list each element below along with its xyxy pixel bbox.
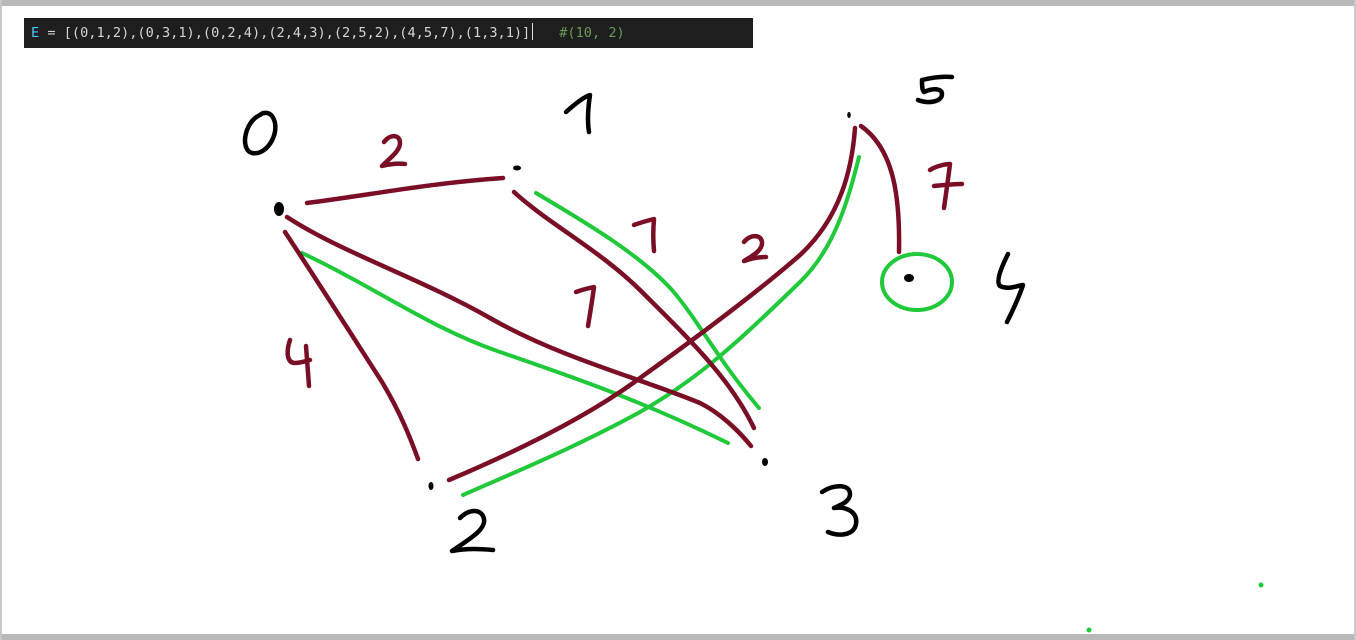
text-cursor	[532, 23, 534, 40]
highlight-circle-node-4	[880, 252, 954, 312]
window-right-border	[1354, 0, 1356, 640]
code-editor-line[interactable]: E = [(0,1,2),(0,3,1),(0,2,4),(2,4,3),(2,…	[24, 18, 753, 48]
vertex-label-4	[996, 251, 1026, 325]
vertex-dots	[274, 112, 914, 490]
vertex-labels	[242, 74, 1026, 554]
stray-dot	[1258, 582, 1264, 588]
vertex-label-2	[449, 508, 496, 554]
vertex-dot-2	[428, 482, 434, 490]
code-edge-list: [(0,1,2),(0,3,1),(0,2,4),(2,4,3),(2,5,2)…	[63, 25, 531, 41]
stray-dot	[1086, 627, 1092, 633]
vertex-label-3	[819, 484, 859, 537]
vertex-label-0	[242, 110, 278, 156]
vertex-dot-5	[847, 112, 851, 118]
window-bottom-border	[0, 634, 1356, 640]
highlight-edge-0-3	[300, 251, 730, 445]
weight-label-edge-1-3	[631, 216, 657, 254]
edge-0-1	[304, 175, 506, 206]
window-top-border	[0, 0, 1356, 6]
highlight-edge-2-5	[461, 155, 861, 497]
code-variable: E	[31, 25, 40, 41]
edge-2-5	[446, 125, 858, 483]
vertex-dot-1	[513, 165, 521, 171]
vertex-label-5	[915, 74, 955, 105]
vertex-dot-0	[274, 202, 284, 216]
edge-0-3	[284, 214, 754, 449]
stray-marks	[1086, 582, 1264, 633]
weight-label-edge-0-2	[285, 337, 313, 389]
weight-label-edge-0-3	[573, 284, 597, 329]
window-left-border	[0, 0, 2, 640]
edge-5-4	[858, 123, 902, 255]
edge-1-3	[511, 189, 757, 431]
edge-weights	[285, 133, 965, 389]
edge-0-2	[282, 229, 421, 462]
highlighted-edges	[300, 155, 954, 497]
weight-label-edge-5-4	[927, 161, 965, 211]
edges	[282, 123, 902, 483]
code-comment: #(10, 2)	[559, 25, 625, 41]
vertex-dot-3	[762, 458, 768, 466]
code-operator: =	[47, 25, 56, 41]
highlight-edge-1-3	[534, 191, 761, 410]
weight-label-edge-2-5	[741, 233, 769, 264]
weight-label-edge-0-1	[379, 133, 408, 169]
vertex-dot-4	[904, 274, 914, 282]
vertex-label-1	[563, 92, 593, 135]
